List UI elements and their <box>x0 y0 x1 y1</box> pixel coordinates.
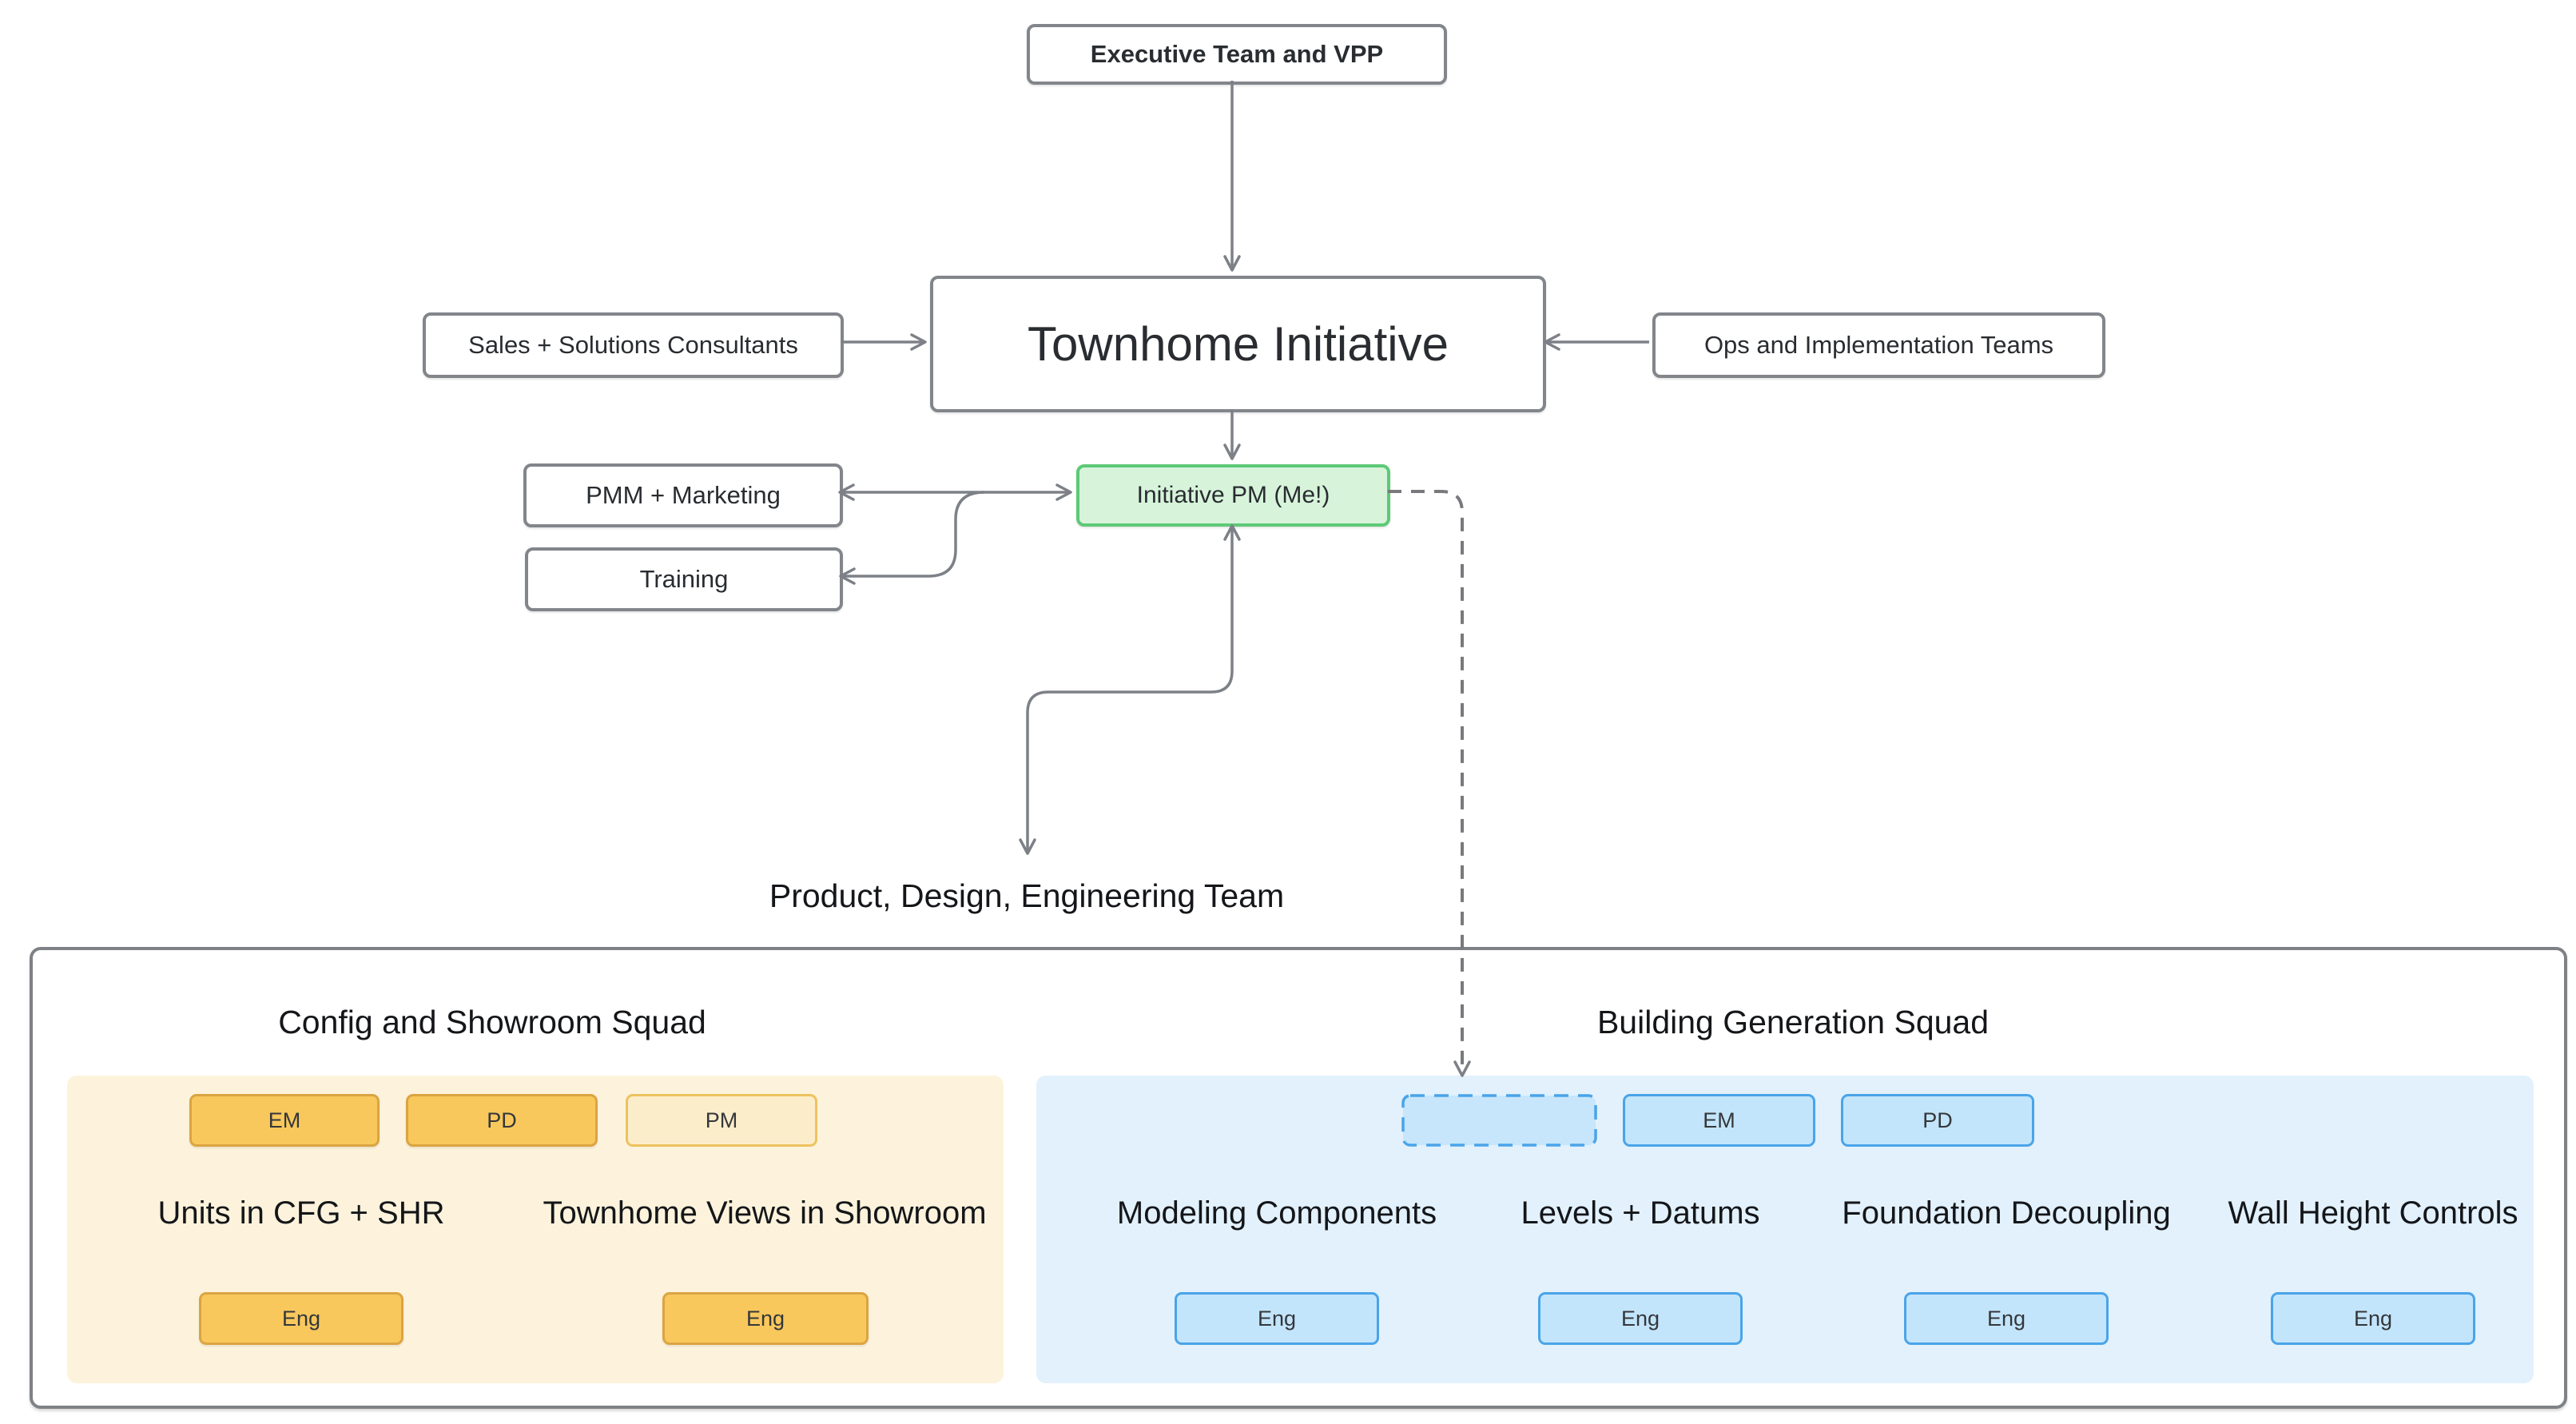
node-ops-implementation: Ops and Implementation Teams <box>1652 312 2105 378</box>
eng-badge: Eng <box>1538 1292 1743 1345</box>
project-label-units-cfg-shr: Units in CFG + SHR <box>157 1195 445 1231</box>
node-training: Training <box>525 547 843 611</box>
building-generation-squad-panel: EM PD Modeling Components Levels + Datum… <box>1036 1076 2534 1383</box>
project-label-foundation-decoupling: Foundation Decoupling <box>1842 1195 2171 1231</box>
label-product-design-engineering-team: Product, Design, Engineering Team <box>769 877 1285 914</box>
project-label-townhome-views: Townhome Views in Showroom <box>543 1195 987 1231</box>
eng-badge: Eng <box>1904 1292 2109 1345</box>
project-label-modeling-components: Modeling Components <box>1116 1195 1437 1231</box>
connector-pm-to-pde-team <box>1019 524 1241 855</box>
squad-title-config-showroom: Config and Showroom Squad <box>278 1004 706 1040</box>
node-executive-team: Executive Team and VPP <box>1027 24 1447 85</box>
dashed-border <box>1401 1094 1597 1147</box>
product-design-eng-container: Config and Showroom Squad Building Gener… <box>30 947 2567 1409</box>
eng-badge: Eng <box>199 1292 403 1345</box>
role-badge-em: EM <box>189 1094 380 1147</box>
squad-title-building-generation: Building Generation Squad <box>1596 1004 1990 1040</box>
role-badge-pd: PD <box>1841 1094 2034 1147</box>
role-badge-em: EM <box>1623 1094 1815 1147</box>
eng-badge: Eng <box>2271 1292 2475 1345</box>
role-badge-pd: PD <box>406 1094 598 1147</box>
config-showroom-squad-panel: EM PD PM Units in CFG + SHR Townhome Vie… <box>67 1076 1004 1383</box>
role-badge-vacant <box>1401 1094 1597 1147</box>
eng-badge: Eng <box>1175 1292 1379 1345</box>
project-label-levels-datums: Levels + Datums <box>1521 1195 1760 1231</box>
node-townhome-initiative: Townhome Initiative <box>930 276 1546 412</box>
connector-pm-to-training <box>839 491 985 585</box>
role-badge-pm: PM <box>626 1094 817 1147</box>
node-initiative-pm: Initiative PM (Me!) <box>1076 464 1390 527</box>
project-label-wall-height-controls: Wall Height Controls <box>2228 1195 2518 1231</box>
eng-badge: Eng <box>662 1292 869 1345</box>
node-sales-solutions: Sales + Solutions Consultants <box>423 312 844 378</box>
node-pmm-marketing: PMM + Marketing <box>523 463 843 527</box>
